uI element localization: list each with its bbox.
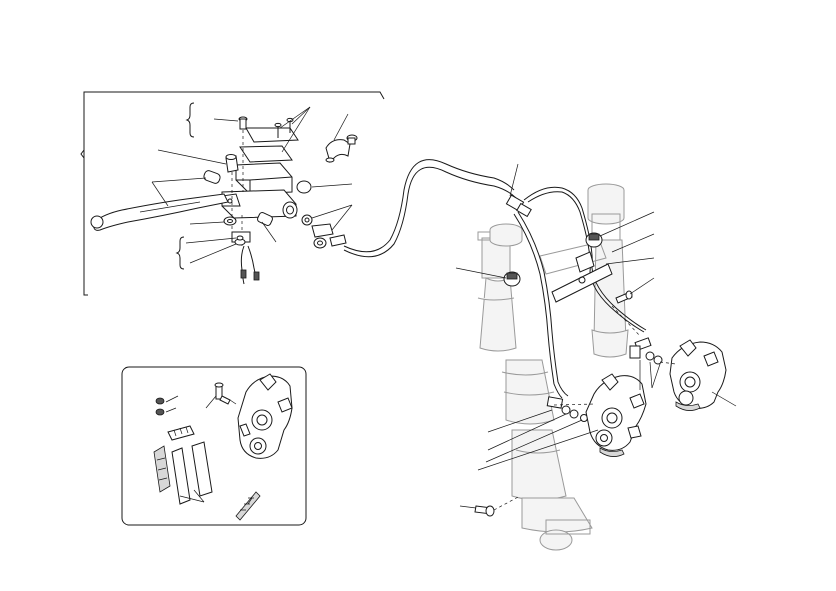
assembly-lines [553,305,677,406]
handlebar-clamp [325,134,358,163]
hose-clip-left [503,271,521,287]
pad-shim [235,491,261,521]
hose-fitting-right [629,337,663,365]
guide-bolt [615,290,633,304]
left-caliper [585,373,647,457]
pad-spring [167,425,195,441]
pivot-bolt [225,154,239,173]
front-fork [477,183,629,551]
master-cylinder-leaders [151,106,353,264]
group-brace [80,149,85,159]
spring [203,170,221,184]
cover-screw [274,117,294,138]
right-side-leaders [455,163,737,509]
brake-lever [90,193,229,231]
bolt-set-brace [185,102,195,138]
brake-pad-left [153,445,171,493]
hose-clip-right [585,232,603,248]
brake-pad-right [191,441,213,497]
bleed-valve [214,382,231,405]
hose-guide-plate [551,251,613,303]
caliper-kit-detail-box [121,366,307,526]
hose-fitting-left [546,396,588,422]
master-cylinder-assembly [90,116,358,285]
brake-hoses [343,159,663,422]
brake-light-switch [231,231,260,285]
banjo-bolt [296,180,347,249]
hose-splitter [505,194,532,218]
right-caliper [669,339,727,411]
brake-pad-middle [171,447,191,505]
mounting-bolt [238,116,248,130]
switch-set-brace [175,236,185,270]
caliper-detail [237,373,293,459]
caliper-mounting-bolt [474,495,521,517]
bleed-cap [155,397,165,416]
master-cylinder-group-bracket [83,91,385,296]
